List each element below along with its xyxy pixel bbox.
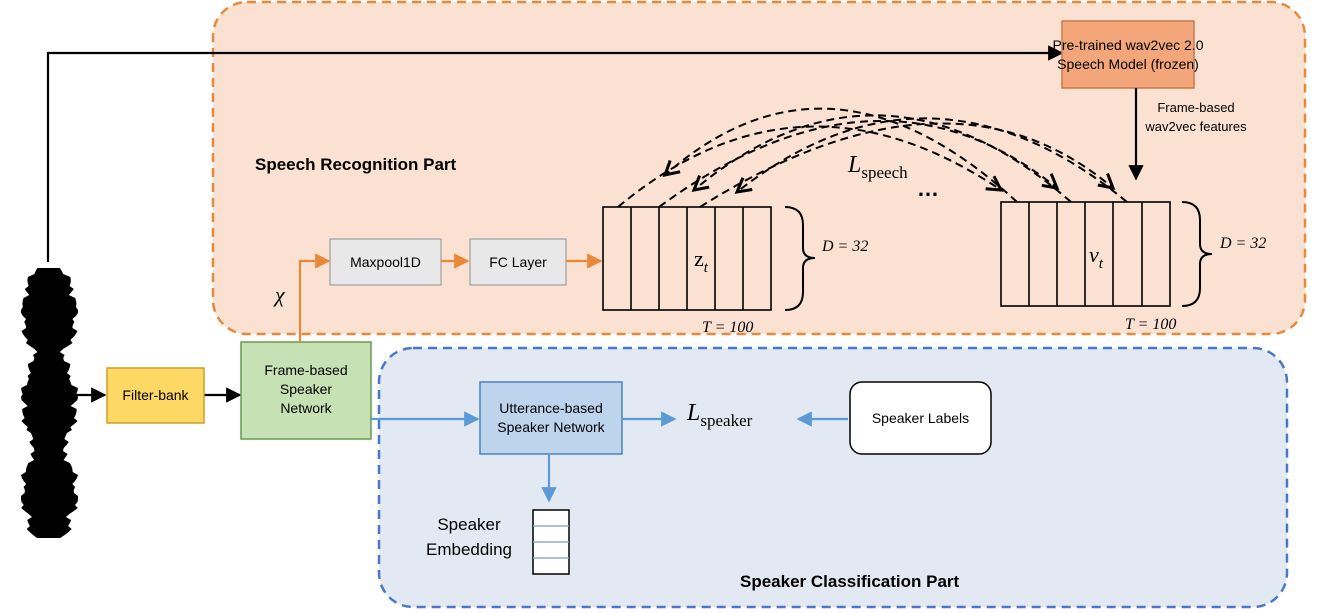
wav2vec-line2: Speech Model (frozen) (1057, 56, 1199, 72)
maxpool-label: Maxpool1D (350, 254, 421, 270)
vt-feature-matrix (1000, 201, 1171, 307)
l-speech-label: Lspeech (847, 152, 908, 182)
speaker-region-title: Speaker Classification Part (740, 572, 960, 591)
zt-t-label: T = 100 (702, 319, 753, 336)
maxpool-block (329, 238, 442, 286)
filter-bank-block (106, 367, 205, 424)
chi-label: χ (273, 282, 286, 307)
fc-layer-label: FC Layer (489, 254, 547, 270)
wav2vec-features-line2: wav2vec features (1144, 119, 1247, 134)
l-speaker-label: Lspeaker (686, 400, 753, 430)
waveform-to-wav2vec-arrow (46, 45, 1064, 262)
embedding-line1: Speaker (437, 515, 501, 534)
zt-label: zt (694, 246, 709, 276)
fc-layer-block (469, 238, 567, 286)
vt-d-brace (1181, 201, 1213, 307)
arc-vt-col3-to-zt-col4 (694, 114, 1072, 203)
wav2vec-block (1061, 20, 1195, 89)
zt-d-label: D = 32 (821, 238, 868, 255)
ellipsis-label: … (917, 176, 939, 201)
frame-network-line2: Speaker (280, 381, 332, 397)
speech-region-title: Speech Recognition Part (255, 155, 457, 174)
wav2vec-line1: Pre-trained wav2vec 2.0 (1053, 37, 1204, 53)
speaker-labels-block (849, 381, 992, 455)
utterance-speaker-network-block (479, 381, 623, 455)
waveform-icon (21, 268, 78, 538)
frame-speaker-network-block (240, 341, 372, 440)
zt-feature-matrix (602, 206, 772, 311)
frame-network-line3: Network (280, 400, 332, 416)
filter-bank-label: Filter-bank (122, 387, 189, 403)
frame-network-to-maxpool-arrow (298, 253, 331, 342)
vt-t-label: T = 100 (1125, 316, 1176, 333)
speaker-labels-label: Speaker Labels (872, 410, 969, 426)
arc-vt-col5-to-zt-col5 (737, 117, 1128, 203)
arc-zt-col1-to-vt-col1 (617, 125, 1001, 208)
arc-zt-col2-to-vt-col3 (658, 120, 1057, 208)
wav2vec-features-line1: Frame-based (1157, 100, 1234, 115)
utterance-line1: Utterance-based (499, 400, 603, 416)
embedding-line2: Embedding (426, 540, 512, 559)
vt-label: vt (1089, 242, 1104, 272)
arc-vt-col1-to-zt-col3 (665, 107, 1018, 203)
utterance-line2: Speaker Network (497, 419, 605, 435)
vt-d-label: D = 32 (1219, 235, 1266, 252)
zt-d-brace (784, 206, 816, 311)
speaker-embedding-vector (532, 509, 570, 575)
frame-network-line1: Frame-based (264, 362, 347, 378)
